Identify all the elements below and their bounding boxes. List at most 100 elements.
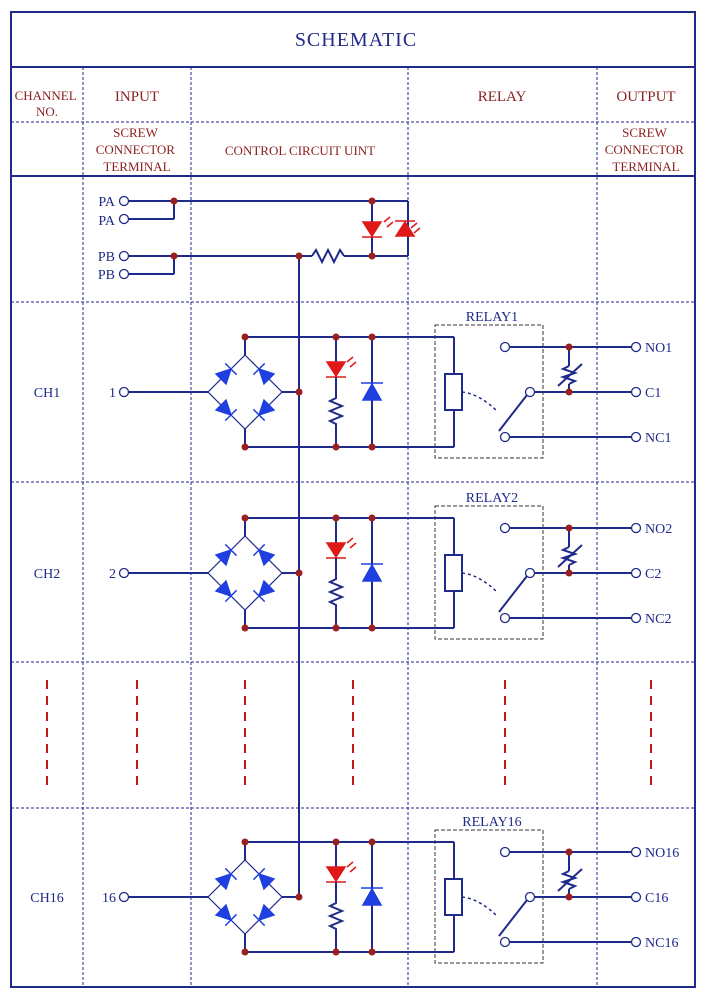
status-led-icon [325, 861, 357, 883]
output-terminal[interactable] [630, 891, 642, 903]
bridge-diode-icon [252, 543, 276, 567]
status-led-icon [325, 356, 357, 378]
power-led-icon-2 [394, 220, 421, 237]
terminal-pa-2[interactable] [118, 213, 130, 225]
input-sub-header: SCREW CONNECTOR TERMINAL [96, 125, 178, 174]
output-terminal-label: NC2 [645, 612, 671, 627]
col-input-header: INPUT [115, 89, 159, 105]
control-sub-header: CONTROL CIRCUIT UINT [225, 143, 375, 158]
terminal-label-pb-1: PB [98, 250, 115, 265]
omitted-channels-separator [46, 680, 652, 790]
resistor-icon [327, 882, 345, 952]
contact-no-icon [499, 522, 511, 534]
output-terminal-label: NO16 [645, 846, 679, 861]
channel-label: CH2 [34, 567, 60, 582]
col-output-header: OUTPUT [616, 89, 675, 105]
relay-label: RELAY2 [466, 491, 518, 506]
bridge-diode-icon [214, 903, 238, 927]
relay-coil-icon [444, 878, 463, 916]
bridge-diode-icon [252, 903, 276, 927]
output-terminal[interactable] [630, 522, 642, 534]
relay-coil-icon [444, 554, 463, 592]
flyback-diode-icon [361, 382, 383, 401]
terminal-label-pb-2: PB [98, 268, 115, 283]
switch-arm [498, 575, 528, 613]
relay-label: RELAY1 [466, 310, 518, 325]
output-terminal-label: NC1 [645, 431, 671, 446]
output-sub-line2: CONNECTOR [605, 142, 685, 157]
input-sub-line3: TERMINAL [103, 159, 170, 174]
input-sub-line2: CONNECTOR [96, 142, 176, 157]
output-sub-line1: SCREW [622, 125, 668, 140]
contact-no-icon [499, 846, 511, 858]
bridge-diode-icon [214, 867, 238, 891]
terminal-label-pa-2: PA [98, 214, 116, 229]
power-led-icon [361, 216, 394, 238]
contact-nc-icon [499, 431, 511, 443]
input-sub-line1: SCREW [113, 125, 159, 140]
input-terminal[interactable] [118, 567, 130, 579]
bridge-diode-icon [252, 579, 276, 603]
contact-no-icon [499, 341, 511, 353]
page-title: SCHEMATIC [295, 29, 417, 51]
output-terminal[interactable] [630, 612, 642, 624]
resistor-icon [327, 558, 345, 628]
output-terminal[interactable] [630, 431, 642, 443]
channel-label: CH16 [30, 891, 63, 906]
output-terminal[interactable] [630, 386, 642, 398]
output-terminal-label: C1 [645, 386, 661, 401]
bridge-diode-icon [214, 362, 238, 386]
terminal-pa-1[interactable] [118, 195, 130, 207]
output-terminal[interactable] [630, 846, 642, 858]
terminal-pb-2[interactable] [118, 268, 130, 280]
output-sub-line3: TERMINAL [612, 159, 679, 174]
bridge-diode-icon [214, 543, 238, 567]
input-terminal-label: 1 [109, 386, 116, 401]
col-channel-line1: CHANNEL [15, 88, 77, 103]
channel-label: CH1 [34, 386, 60, 401]
input-terminal[interactable] [118, 386, 130, 398]
switch-arm [498, 394, 528, 432]
bridge-rectifier [207, 535, 283, 611]
output-terminal-label: NO1 [645, 341, 672, 356]
output-terminal[interactable] [630, 341, 642, 353]
flyback-diode-icon [361, 887, 383, 906]
contact-nc-icon [499, 936, 511, 948]
input-terminal[interactable] [118, 891, 130, 903]
output-terminal-label: NO2 [645, 522, 672, 537]
flyback-diode-icon [361, 563, 383, 582]
input-terminal-label: 2 [109, 567, 116, 582]
bridge-diode-icon [214, 579, 238, 603]
contact-com-icon [524, 386, 536, 398]
bridge-diode-icon [252, 867, 276, 891]
output-terminal[interactable] [630, 936, 642, 948]
output-terminal[interactable] [630, 567, 642, 579]
input-terminal-label: 16 [102, 891, 116, 906]
status-led-icon [325, 537, 357, 559]
bridge-diode-icon [252, 398, 276, 422]
bridge-diode-icon [252, 362, 276, 386]
bridge-rectifier [207, 354, 283, 430]
terminal-label-pa-1: PA [98, 195, 116, 210]
switch-arm [498, 899, 528, 937]
resistor-icon [327, 377, 345, 447]
col-channel-header: CHANNEL NO. [15, 88, 80, 119]
contact-com-icon [524, 891, 536, 903]
col-channel-line2: NO. [36, 104, 58, 119]
output-terminal-label: C2 [645, 567, 661, 582]
bridge-rectifier [207, 859, 283, 935]
terminal-pb-1[interactable] [118, 250, 130, 262]
relay-label: RELAY16 [462, 815, 521, 830]
col-relay-header: RELAY [478, 89, 527, 105]
contact-nc-icon [499, 612, 511, 624]
output-terminal-label: C16 [645, 891, 668, 906]
output-sub-header: SCREW CONNECTOR TERMINAL [605, 125, 687, 174]
bridge-diode-icon [214, 398, 238, 422]
output-terminal-label: NC16 [645, 936, 678, 951]
relay-coil-icon [444, 373, 463, 411]
